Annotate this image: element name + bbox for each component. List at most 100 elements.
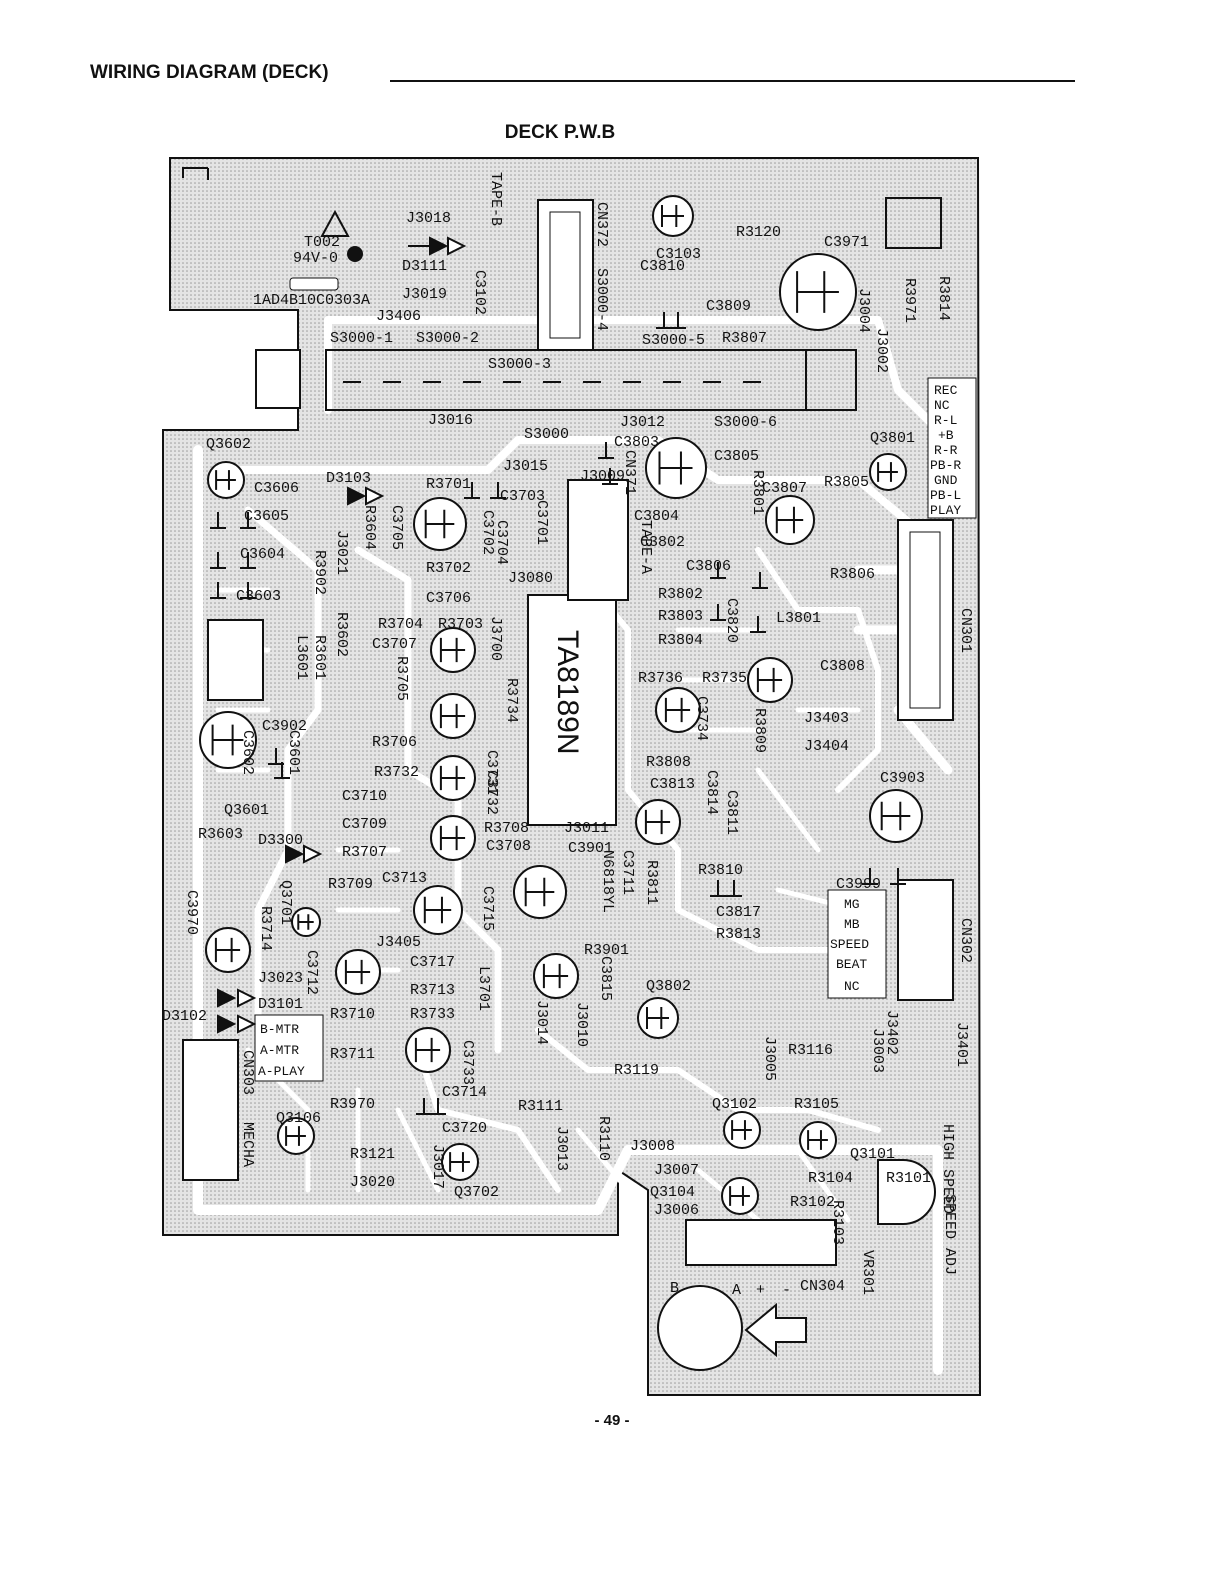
label-d3111: D3111 [402,258,447,275]
label-c3706: C3706 [426,590,471,607]
label-c3806: C3806 [686,558,731,575]
component-marks [210,312,906,1115]
diode-group [217,236,467,1034]
svg-text:C3815: C3815 [597,956,614,1001]
transistor-symbol [439,825,466,851]
transistor-symbol [344,959,371,985]
label-q3602: Q3602 [206,436,251,453]
transistor-symbol [644,809,671,835]
svg-text:R3705: R3705 [393,656,410,701]
label-c3902: C3902 [262,718,307,735]
transistor-group [199,195,923,1215]
svg-text:CN371: CN371 [621,450,638,495]
component-tick [240,552,256,569]
label-r3901: R3901 [584,942,629,959]
label-s3000-1: S3000-1 [330,330,393,347]
svg-text:C3601: C3601 [285,730,302,775]
rec-pin-labels: REC NC R-L +B R-R PB-R GND PB-L PLAY [930,383,961,518]
svg-text:CN303: CN303 [239,1050,256,1095]
label-c3802: C3802 [640,534,685,551]
transistor-symbol [524,877,555,907]
label-q3801: Q3801 [870,430,915,447]
svg-text:R3110: R3110 [595,1116,612,1161]
mg-pin-labels: MG MB SPEED BEAT NC [830,897,869,994]
transistor-symbol [658,451,693,485]
label-r3804: R3804 [658,632,703,649]
svg-text:BEAT: BEAT [836,957,867,972]
svg-text:J3401: J3401 [953,1022,970,1067]
transistor-symbol [215,470,236,490]
arrow-icon [744,1302,807,1358]
transistor-symbol [214,937,241,963]
label-j3018: J3018 [406,210,451,227]
label-c3809: C3809 [706,298,751,315]
svg-text:C3970: C3970 [183,890,200,935]
label-d3300: D3300 [258,832,303,849]
ic-ta8189n [527,594,617,826]
svg-text:MECHA: MECHA [239,1122,256,1167]
label-r3111: R3111 [518,1098,563,1115]
transistor-symbol [877,462,898,482]
label-r3736: R3736 [638,670,683,687]
transistor-symbol [439,703,466,729]
svg-text:GND: GND [934,473,958,488]
component-tick [890,868,906,885]
label-r3970: R3970 [330,1096,375,1113]
recycle-icon [347,246,363,262]
label-r3805: R3805 [824,474,869,491]
label-c3720: C3720 [442,1120,487,1137]
label-c3903: C3903 [880,770,925,787]
label-r3104: R3104 [808,1170,853,1187]
label-c3708: C3708 [486,838,531,855]
label-c3813: C3813 [650,776,695,793]
label-r3807: R3807 [722,330,767,347]
label-j3007: J3007 [654,1162,699,1179]
svg-text:C3820: C3820 [723,598,740,643]
pad-label-b: B [670,1280,679,1297]
label-j3404: J3404 [804,738,849,755]
ul-rating: 94V-0 [293,250,338,267]
transistor-symbol [731,1120,752,1140]
svg-text:CN301: CN301 [957,608,974,653]
label-s3000-2: S3000-2 [416,330,479,347]
svg-text:PB-L: PB-L [930,488,961,503]
svg-text:R3601: R3601 [311,635,328,680]
mtr-pin-block [254,1014,324,1082]
component-tick [726,880,742,897]
label-c3605: C3605 [244,508,289,525]
ic-label: TA8189N [551,630,584,755]
label-d3103: D3103 [326,470,371,487]
label-r3735: R3735 [702,670,747,687]
label-r3120: R3120 [736,224,781,241]
transistor-symbol [664,697,691,723]
mtr-pin-labels: B-MTR A-MTR A-PLAY [258,1022,305,1079]
svg-text:MG: MG [844,897,860,912]
label-r3803: R3803 [658,608,703,625]
connector-cn304 [685,1219,837,1266]
svg-text:NC: NC [844,979,860,994]
switch-knob [255,349,301,409]
label-r3701: R3701 [426,476,471,493]
svg-text:C3715: C3715 [479,886,496,931]
svg-text:C3102: C3102 [471,270,488,315]
label-r3711: R3711 [330,1046,375,1063]
transistor-symbol [439,637,466,663]
transistor-symbol [285,1126,306,1146]
svg-text:J3005: J3005 [761,1036,778,1081]
svg-text:R-R: R-R [934,443,958,458]
transistor-symbol [880,801,911,831]
svg-text:C3733: C3733 [459,1040,476,1085]
svg-text:J3004: J3004 [855,288,872,333]
label-j3020: J3020 [350,1174,395,1191]
label-j3403: J3403 [804,710,849,727]
label-q3702: Q3702 [454,1184,499,1201]
svg-text:C3701: C3701 [533,500,550,545]
component-tick [710,604,726,621]
label-c3713: C3713 [382,870,427,887]
trimmer-vr301 [877,1159,936,1225]
component-tick [598,442,614,459]
label-q3802: Q3802 [646,978,691,995]
mounting-pad [885,197,942,249]
svg-text:C3712: C3712 [303,950,320,995]
transistor-symbol [423,896,452,924]
